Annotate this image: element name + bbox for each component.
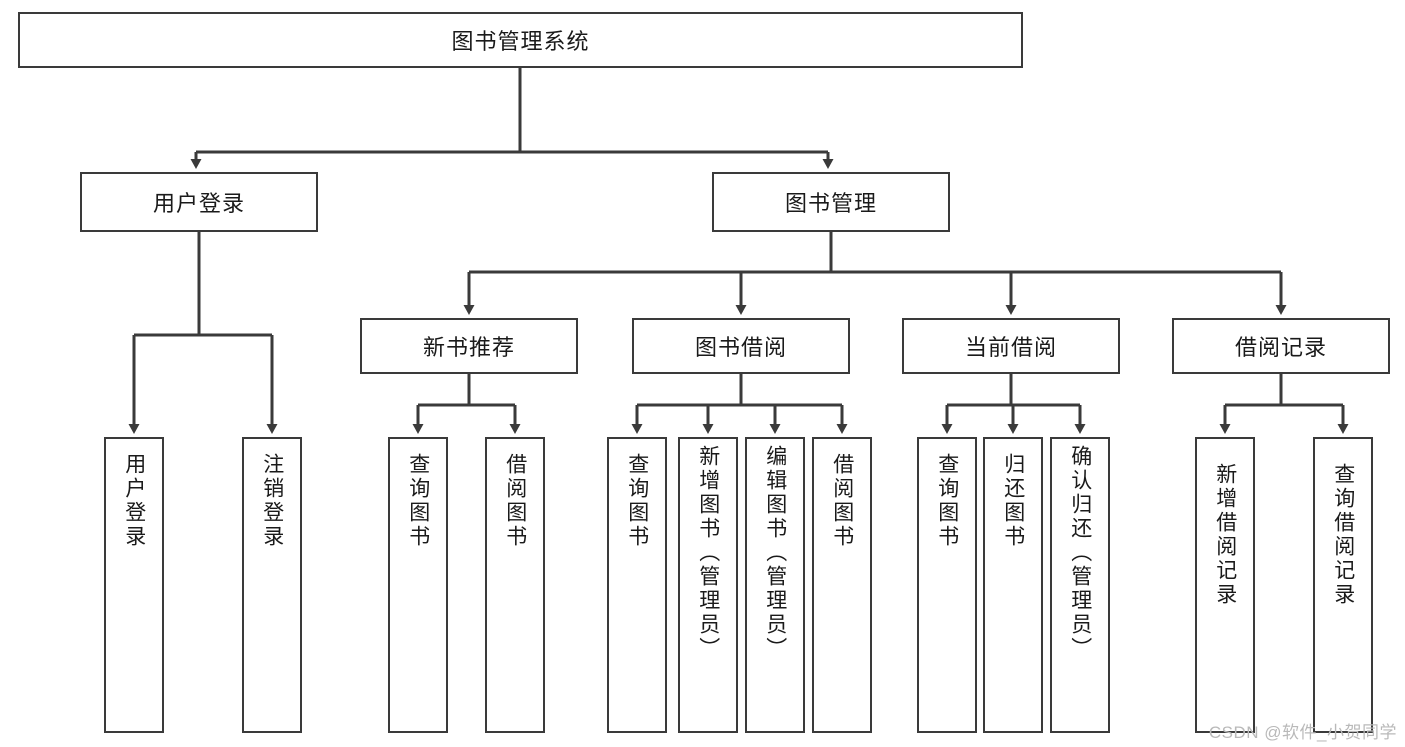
leaf-node[interactable]: 借阅图书 [485, 437, 545, 733]
node-book-management-label: 图书管理 [784, 191, 877, 216]
leaf-label: 注销登录 [260, 453, 284, 549]
node-root[interactable]: 图书管理系统 [18, 12, 1023, 68]
leaf-label: 确认归还（管理员） [1068, 445, 1092, 661]
node-borrow-record-label: 借阅记录 [1234, 335, 1327, 360]
leaf-node[interactable]: 查询借阅记录 [1313, 437, 1373, 733]
leaf-label: 用户登录 [122, 453, 146, 549]
node-book-borrow[interactable]: 图书借阅 [632, 318, 850, 374]
leaf-node[interactable]: 归还图书 [983, 437, 1043, 733]
leaf-label: 借阅图书 [830, 453, 854, 549]
leaf-node[interactable]: 确认归还（管理员） [1050, 437, 1110, 733]
leaf-node[interactable]: 查询图书 [607, 437, 667, 733]
leaf-label: 借阅图书 [503, 453, 527, 549]
leaf-node[interactable]: 编辑图书（管理员） [745, 437, 805, 733]
node-new-book-recommend-label: 新书推荐 [422, 335, 515, 360]
node-current-borrow-label: 当前借阅 [964, 335, 1057, 360]
node-user-login-label: 用户登录 [152, 191, 245, 216]
leaf-node[interactable]: 借阅图书 [812, 437, 872, 733]
leaf-label: 新增图书（管理员） [696, 445, 720, 661]
leaf-node[interactable]: 新增图书（管理员） [678, 437, 738, 733]
node-new-book-recommend[interactable]: 新书推荐 [360, 318, 578, 374]
node-root-label: 图书管理系统 [451, 29, 590, 54]
leaf-label: 查询图书 [935, 453, 959, 549]
leaf-node[interactable]: 注销登录 [242, 437, 302, 733]
leaf-node[interactable]: 查询图书 [917, 437, 977, 733]
leaf-label: 归还图书 [1001, 453, 1025, 549]
leaf-label: 查询图书 [625, 453, 649, 549]
leaf-label: 查询借阅记录 [1331, 463, 1355, 607]
node-book-management[interactable]: 图书管理 [712, 172, 950, 232]
node-borrow-record[interactable]: 借阅记录 [1172, 318, 1390, 374]
leaf-node[interactable]: 用户登录 [104, 437, 164, 733]
node-book-borrow-label: 图书借阅 [694, 335, 787, 360]
leaf-label: 查询图书 [406, 453, 430, 549]
leaf-node[interactable]: 查询图书 [388, 437, 448, 733]
leaf-node[interactable]: 新增借阅记录 [1195, 437, 1255, 733]
leaf-label: 新增借阅记录 [1213, 463, 1237, 607]
node-user-login[interactable]: 用户登录 [80, 172, 318, 232]
node-current-borrow[interactable]: 当前借阅 [902, 318, 1120, 374]
watermark: CSDN @软件_小贺同学 [1208, 723, 1397, 742]
leaf-label: 编辑图书（管理员） [763, 445, 787, 661]
